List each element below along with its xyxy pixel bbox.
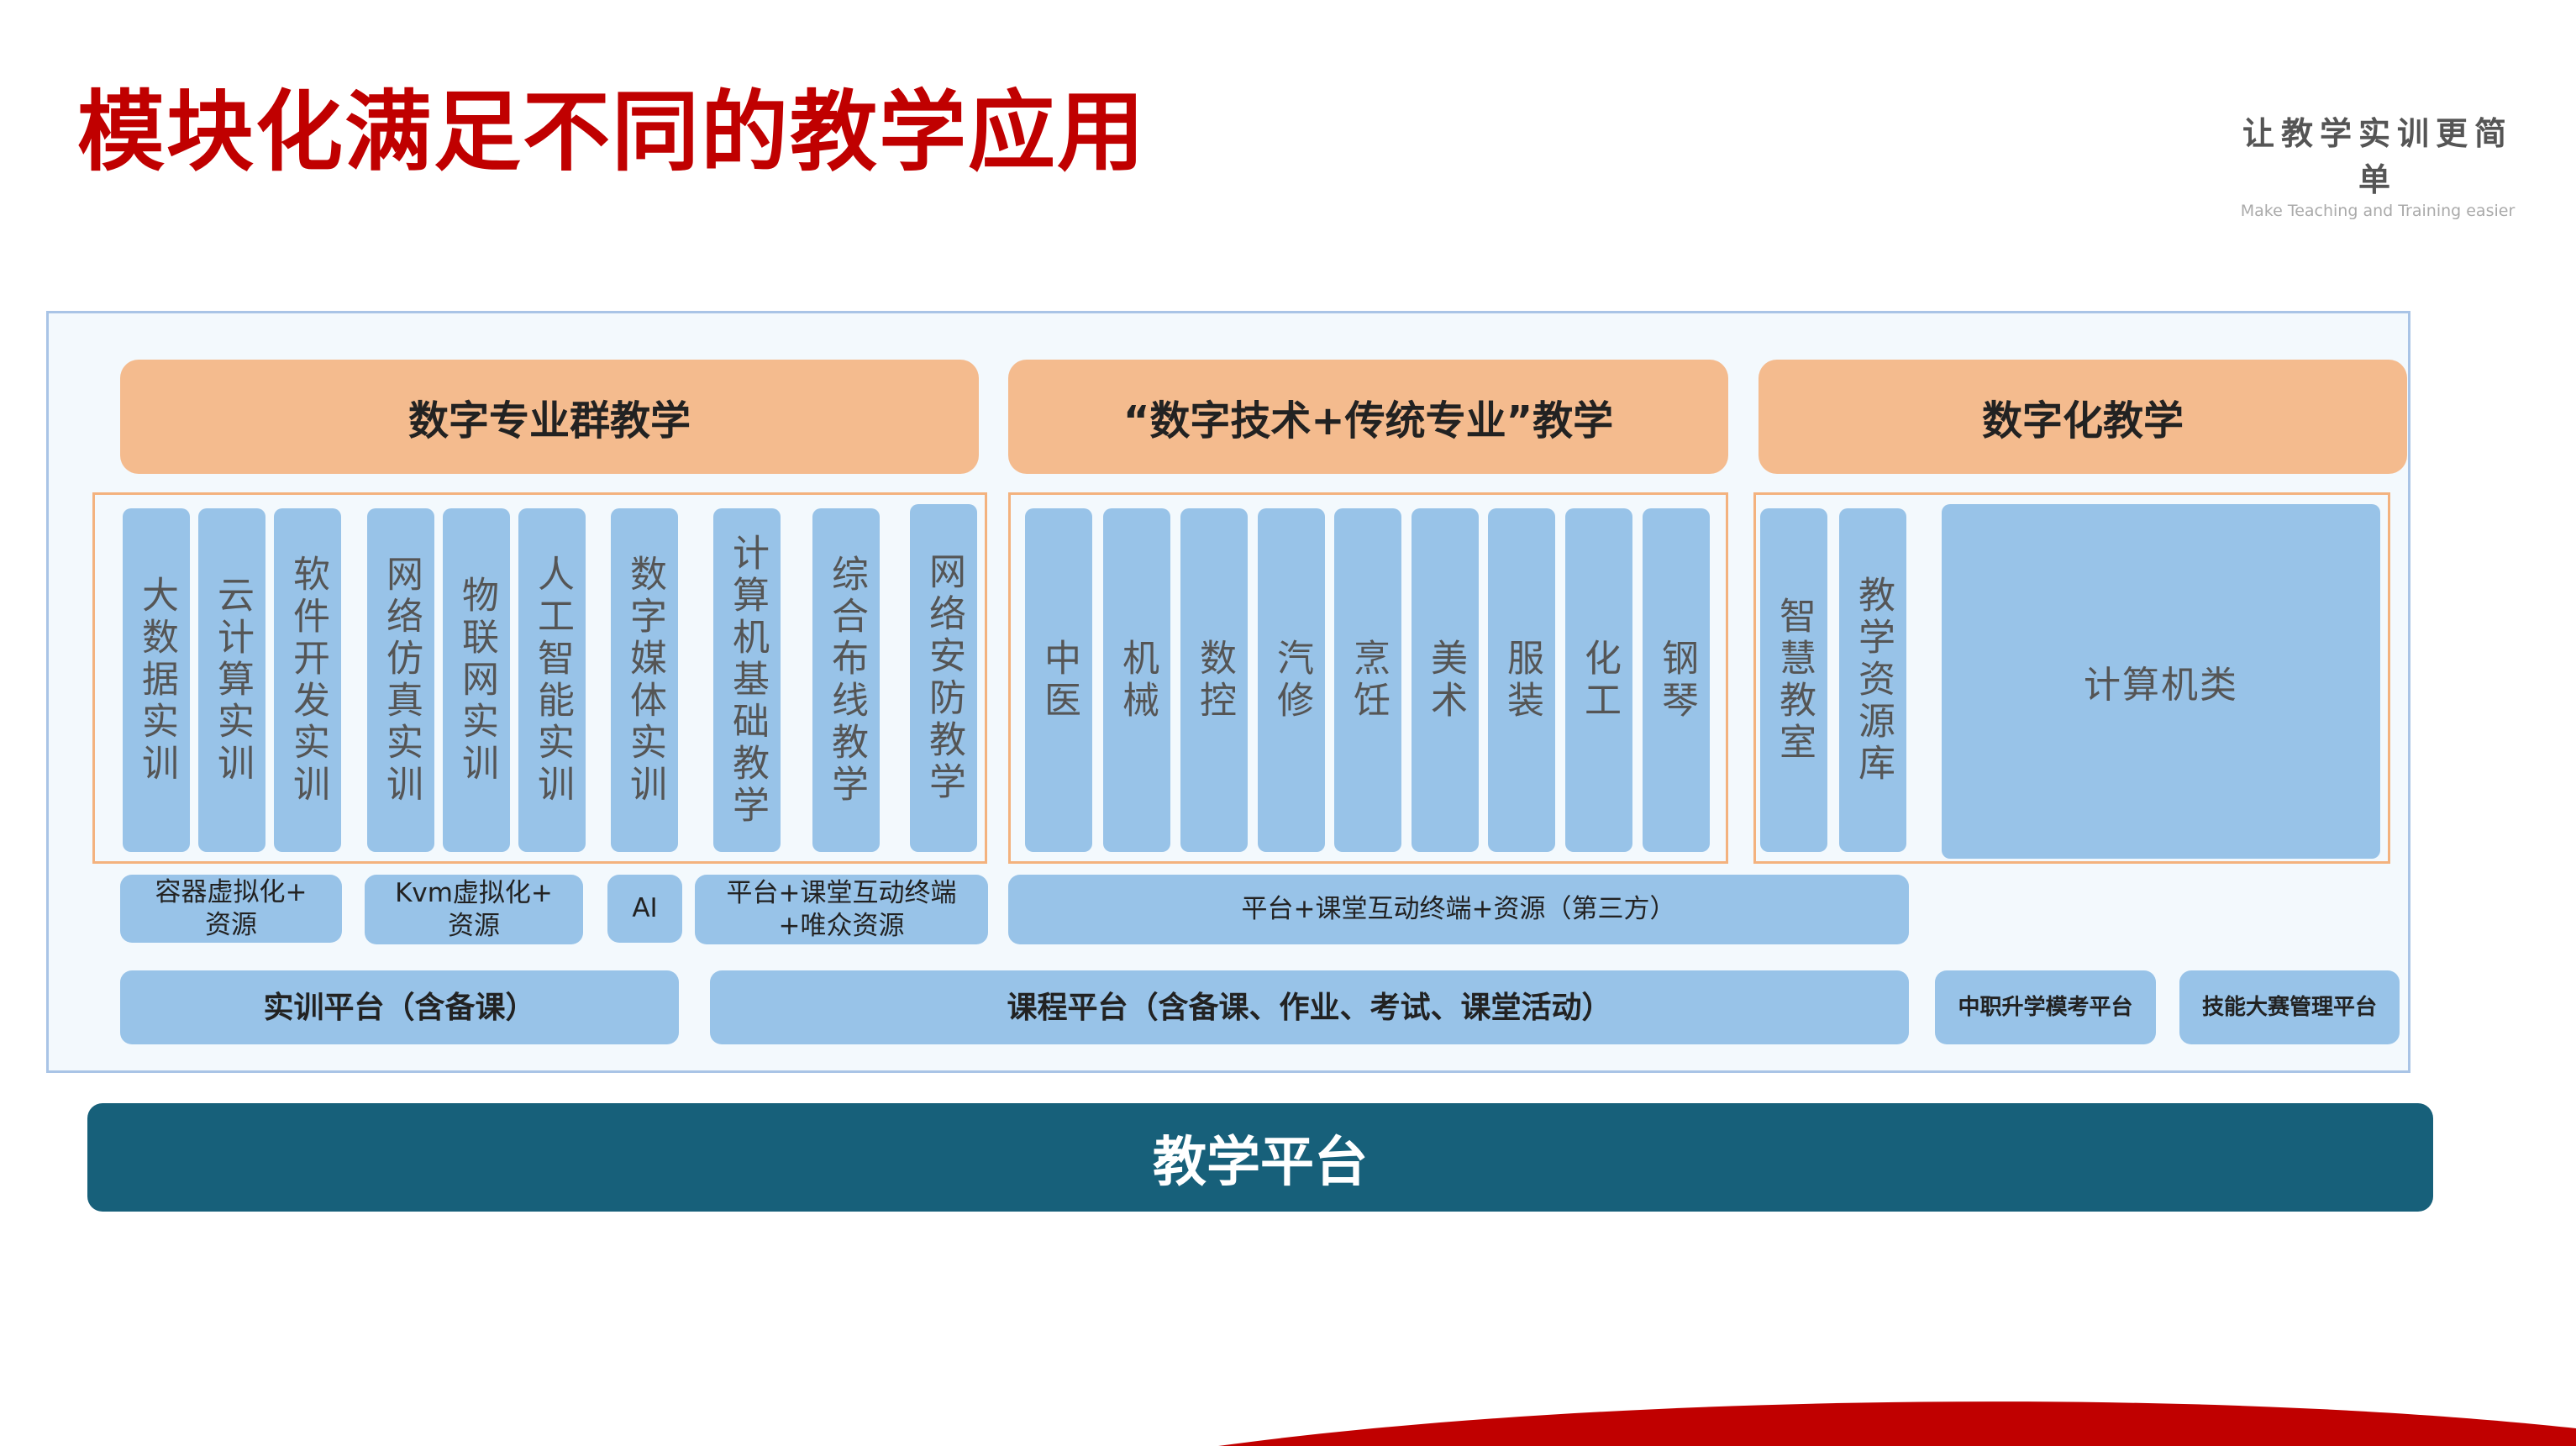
group3-module-1[interactable]: 教学资源库: [1839, 508, 1906, 852]
logo-tagline: Make Teaching and Training easier: [2240, 202, 2516, 220]
group1-module-6[interactable]: 数字媒体实训: [611, 508, 678, 852]
brand-logo: 让教学实训更简单 Make Teaching and Training easi…: [2235, 108, 2521, 220]
training-platform[interactable]: 实训平台（含备课）: [120, 970, 679, 1044]
resource-kvm-virtualization[interactable]: Kvm虚拟化+ 资源: [365, 875, 583, 944]
page-title: 模块化满足不同的教学应用: [77, 81, 1147, 183]
group3-module-0[interactable]: 智慧教室: [1760, 508, 1827, 852]
group1-module-7[interactable]: 计算机基础教学: [713, 508, 781, 852]
logo-slogan: 让教学实训更简单: [2242, 114, 2513, 198]
group2-outline: [1008, 492, 1728, 864]
group1-module-2[interactable]: 软件开发实训: [274, 508, 341, 852]
group2-module-5[interactable]: 美术: [1412, 508, 1479, 852]
exam-mock-platform[interactable]: 中职升学模考平台: [1935, 970, 2156, 1044]
group2-module-1[interactable]: 机械: [1103, 508, 1170, 852]
group1-module-4[interactable]: 物联网实训: [443, 508, 510, 852]
group1-module-9[interactable]: 网络安防教学: [910, 504, 977, 852]
teaching-platform-bar[interactable]: 教学平台: [87, 1103, 2433, 1212]
resource-ai[interactable]: AI: [607, 875, 682, 943]
group2-module-3[interactable]: 汽修: [1258, 508, 1325, 852]
group2-module-7[interactable]: 化工: [1565, 508, 1632, 852]
resource-container-virtualization[interactable]: 容器虚拟化+ 资源: [120, 875, 342, 943]
module-computer[interactable]: 计算机类: [1942, 504, 2380, 859]
group1-module-1[interactable]: 云计算实训: [198, 508, 265, 852]
group3-outline: [1753, 492, 2390, 864]
header-digital-major-group: 数字专业群教学: [120, 360, 979, 474]
group2-module-2[interactable]: 数控: [1180, 508, 1248, 852]
group2-module-6[interactable]: 服装: [1488, 508, 1555, 852]
skills-contest-platform[interactable]: 技能大赛管理平台: [2179, 970, 2400, 1044]
group2-module-8[interactable]: 钢琴: [1643, 508, 1710, 852]
header-digital-tech-traditional: “数字技术+传统专业”教学: [1008, 360, 1728, 474]
group1-module-3[interactable]: 网络仿真实训: [367, 508, 434, 852]
group1-module-8[interactable]: 综合布线教学: [812, 508, 880, 852]
group2-module-0[interactable]: 中医: [1025, 508, 1092, 852]
group1-outline: [92, 492, 987, 864]
course-platform[interactable]: 课程平台（含备课、作业、考试、课堂活动）: [710, 970, 1909, 1044]
header-digital-teaching: 数字化教学: [1759, 360, 2407, 474]
resource-platform-third-party[interactable]: 平台+课堂互动终端+资源（第三方）: [1008, 875, 1909, 944]
group1-module-5[interactable]: 人工智能实训: [518, 508, 586, 852]
group1-module-0[interactable]: 大数据实训: [123, 508, 190, 852]
group2-module-4[interactable]: 烹饪: [1334, 508, 1401, 852]
resource-platform-terminal[interactable]: 平台+课堂互动终端 +唯众资源: [695, 875, 988, 944]
decorative-red-swoosh: [1218, 1401, 2576, 1446]
